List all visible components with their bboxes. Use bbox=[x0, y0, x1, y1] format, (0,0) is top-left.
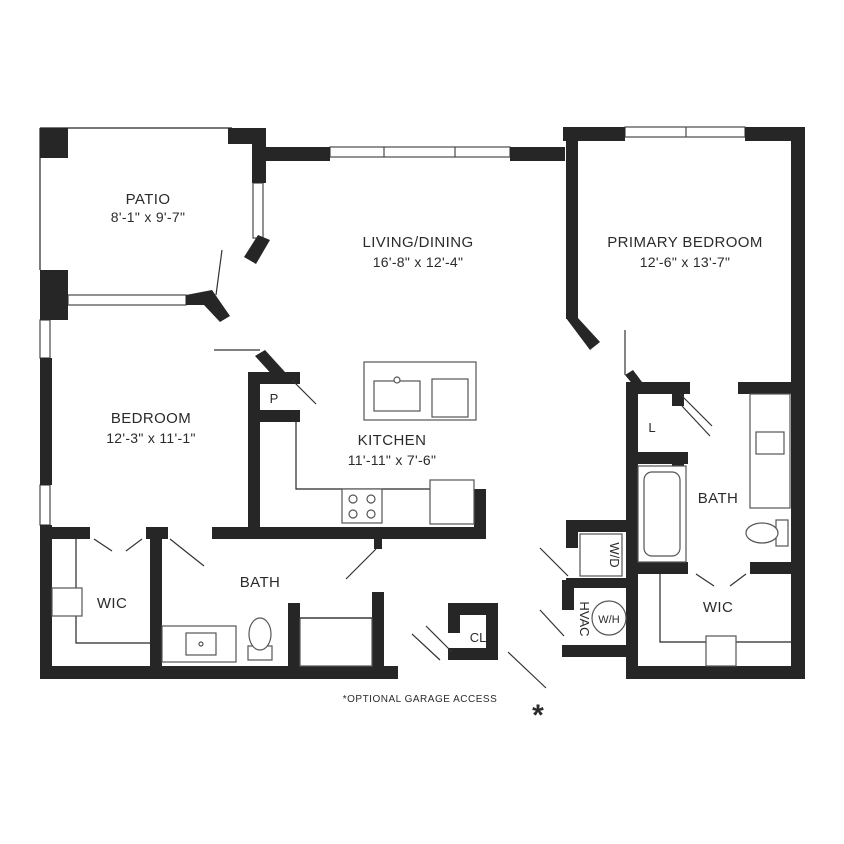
refrigerator bbox=[429, 479, 475, 525]
shower bbox=[299, 617, 373, 667]
bedroom-name: BEDROOM bbox=[111, 410, 191, 427]
garage-access-note: *OPTIONAL GARAGE ACCESS bbox=[343, 694, 498, 705]
closet-label: CL bbox=[470, 630, 487, 645]
hvac-label: HVAC bbox=[577, 601, 592, 636]
master-bath-name: BATH bbox=[698, 490, 739, 507]
master-toilet-bowl bbox=[745, 522, 779, 544]
living-dims: 16'-8" x 12'-4" bbox=[373, 254, 464, 270]
patio-name: PATIO bbox=[126, 191, 171, 208]
island-sink bbox=[373, 380, 421, 412]
bath-name: BATH bbox=[240, 574, 281, 591]
pantry-label: P bbox=[270, 391, 279, 406]
primary-bedroom-dims: 12'-6" x 13'-7" bbox=[640, 254, 731, 270]
kitchen-dims: 11'-11" x 7'-6" bbox=[348, 452, 437, 468]
kitchen-name: KITCHEN bbox=[358, 432, 427, 449]
room-labels: PATIO 8'-1" x 9'-7" LIVING/DINING 16'-8"… bbox=[97, 191, 763, 645]
range bbox=[341, 488, 383, 524]
wic-name: WIC bbox=[97, 595, 127, 612]
living-name: LIVING/DINING bbox=[362, 234, 473, 251]
primary-bedroom-name: PRIMARY BEDROOM bbox=[607, 234, 762, 251]
bedroom-dims: 12'-3" x 11'-1" bbox=[106, 430, 196, 446]
toilet-bowl bbox=[248, 617, 272, 651]
washer-dryer bbox=[579, 533, 623, 577]
dishwasher bbox=[431, 378, 469, 418]
doors bbox=[93, 249, 747, 689]
garage-access-marker: * bbox=[532, 699, 544, 732]
walls bbox=[40, 127, 805, 679]
washer-dryer-label: W/D bbox=[607, 542, 622, 567]
patio-dims: 8'-1" x 9'-7" bbox=[111, 209, 185, 225]
water-heater-label: W/H bbox=[598, 614, 619, 626]
fixtures bbox=[51, 361, 791, 667]
master-wic-name: WIC bbox=[703, 599, 733, 616]
water-heater bbox=[591, 600, 627, 636]
linen-label: L bbox=[648, 420, 655, 435]
